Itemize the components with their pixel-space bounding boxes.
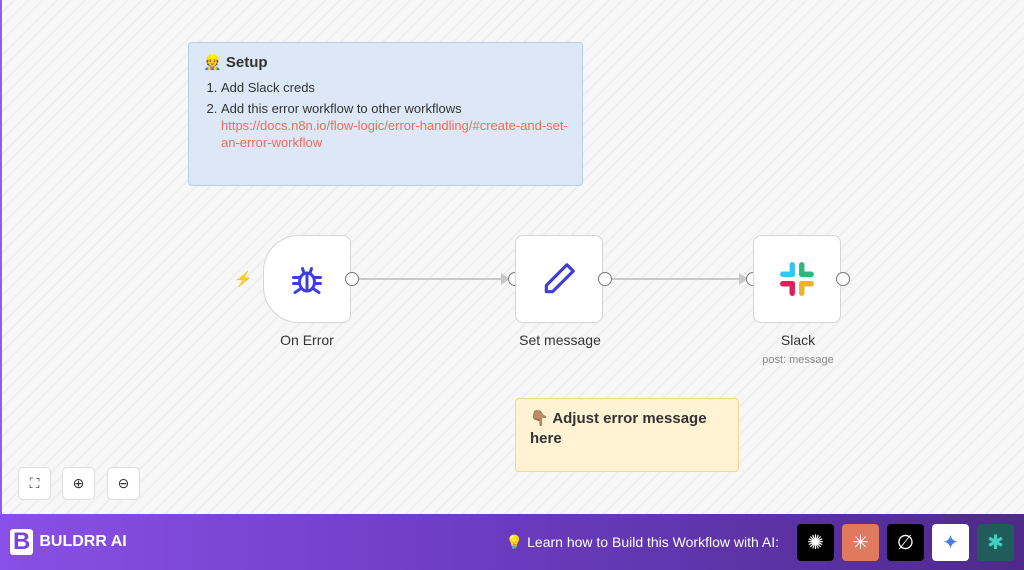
chatgpt-icon: ✺ (807, 531, 824, 554)
grok-button[interactable]: ∅ (887, 523, 924, 561)
note-title: Setup (225, 54, 268, 71)
fit-view-button[interactable]: ⛶ (18, 467, 51, 500)
zoom-in-button[interactable]: ⊕ (62, 467, 95, 500)
setup-sticky-note[interactable]: 👷 Setup Add Slack creds Add this error w… (188, 42, 583, 186)
setup-step: Add Slack creds (221, 79, 568, 96)
gemini-button[interactable]: ✦ (932, 523, 969, 561)
node-label: On Error (280, 332, 334, 348)
claude-button[interactable]: ✳ (842, 523, 879, 561)
lightbulb-icon: 💡 (505, 533, 524, 550)
trigger-bolt-icon: ⚡ (234, 271, 253, 288)
setup-step: Add this error workflow to other workflo… (221, 100, 568, 151)
bug-icon (292, 267, 322, 294)
node-subtitle: post: message (762, 354, 834, 366)
note-title: Adjust error message here (530, 410, 707, 447)
perplexity-icon: ✱ (987, 531, 1004, 554)
workflow-canvas[interactable]: 👷 Setup Add Slack creds Add this error w… (0, 0, 1024, 514)
learn-text: 💡 Learn how to Build this Workflow with … (505, 533, 779, 550)
slack-icon (780, 262, 814, 296)
gemini-icon: ✦ (942, 531, 959, 554)
brand-name: BULDRR AI (39, 533, 127, 550)
docs-link[interactable]: https://docs.n8n.io/flow-logic/error-han… (221, 118, 568, 150)
pointing-down-emoji-icon: 👇🏽 (530, 410, 549, 427)
chatgpt-button[interactable]: ✺ (797, 523, 834, 561)
node-label: Slack (780, 332, 816, 348)
pencil-icon (544, 263, 575, 294)
zoom-out-icon: ⊖ (117, 475, 130, 491)
buldrr-logo-icon: B (10, 529, 34, 555)
worker-emoji-icon: 👷 (203, 54, 222, 71)
perplexity-button[interactable]: ✱ (977, 523, 1014, 561)
zoom-out-button[interactable]: ⊖ (107, 467, 140, 500)
adjust-sticky-note[interactable]: 👇🏽 Adjust error message here (515, 398, 739, 472)
node-slack[interactable] (753, 235, 841, 323)
node-set-message[interactable] (515, 235, 603, 323)
node-on-error[interactable] (263, 235, 351, 323)
fullscreen-icon: ⛶ (29, 475, 40, 491)
zoom-in-icon: ⊕ (72, 475, 85, 491)
grok-icon: ∅ (896, 531, 915, 554)
node-label: Set message (519, 332, 601, 348)
footer-bar: B BULDRR AI 💡 Learn how to Build this Wo… (0, 514, 1024, 570)
claude-icon: ✳ (852, 531, 869, 554)
